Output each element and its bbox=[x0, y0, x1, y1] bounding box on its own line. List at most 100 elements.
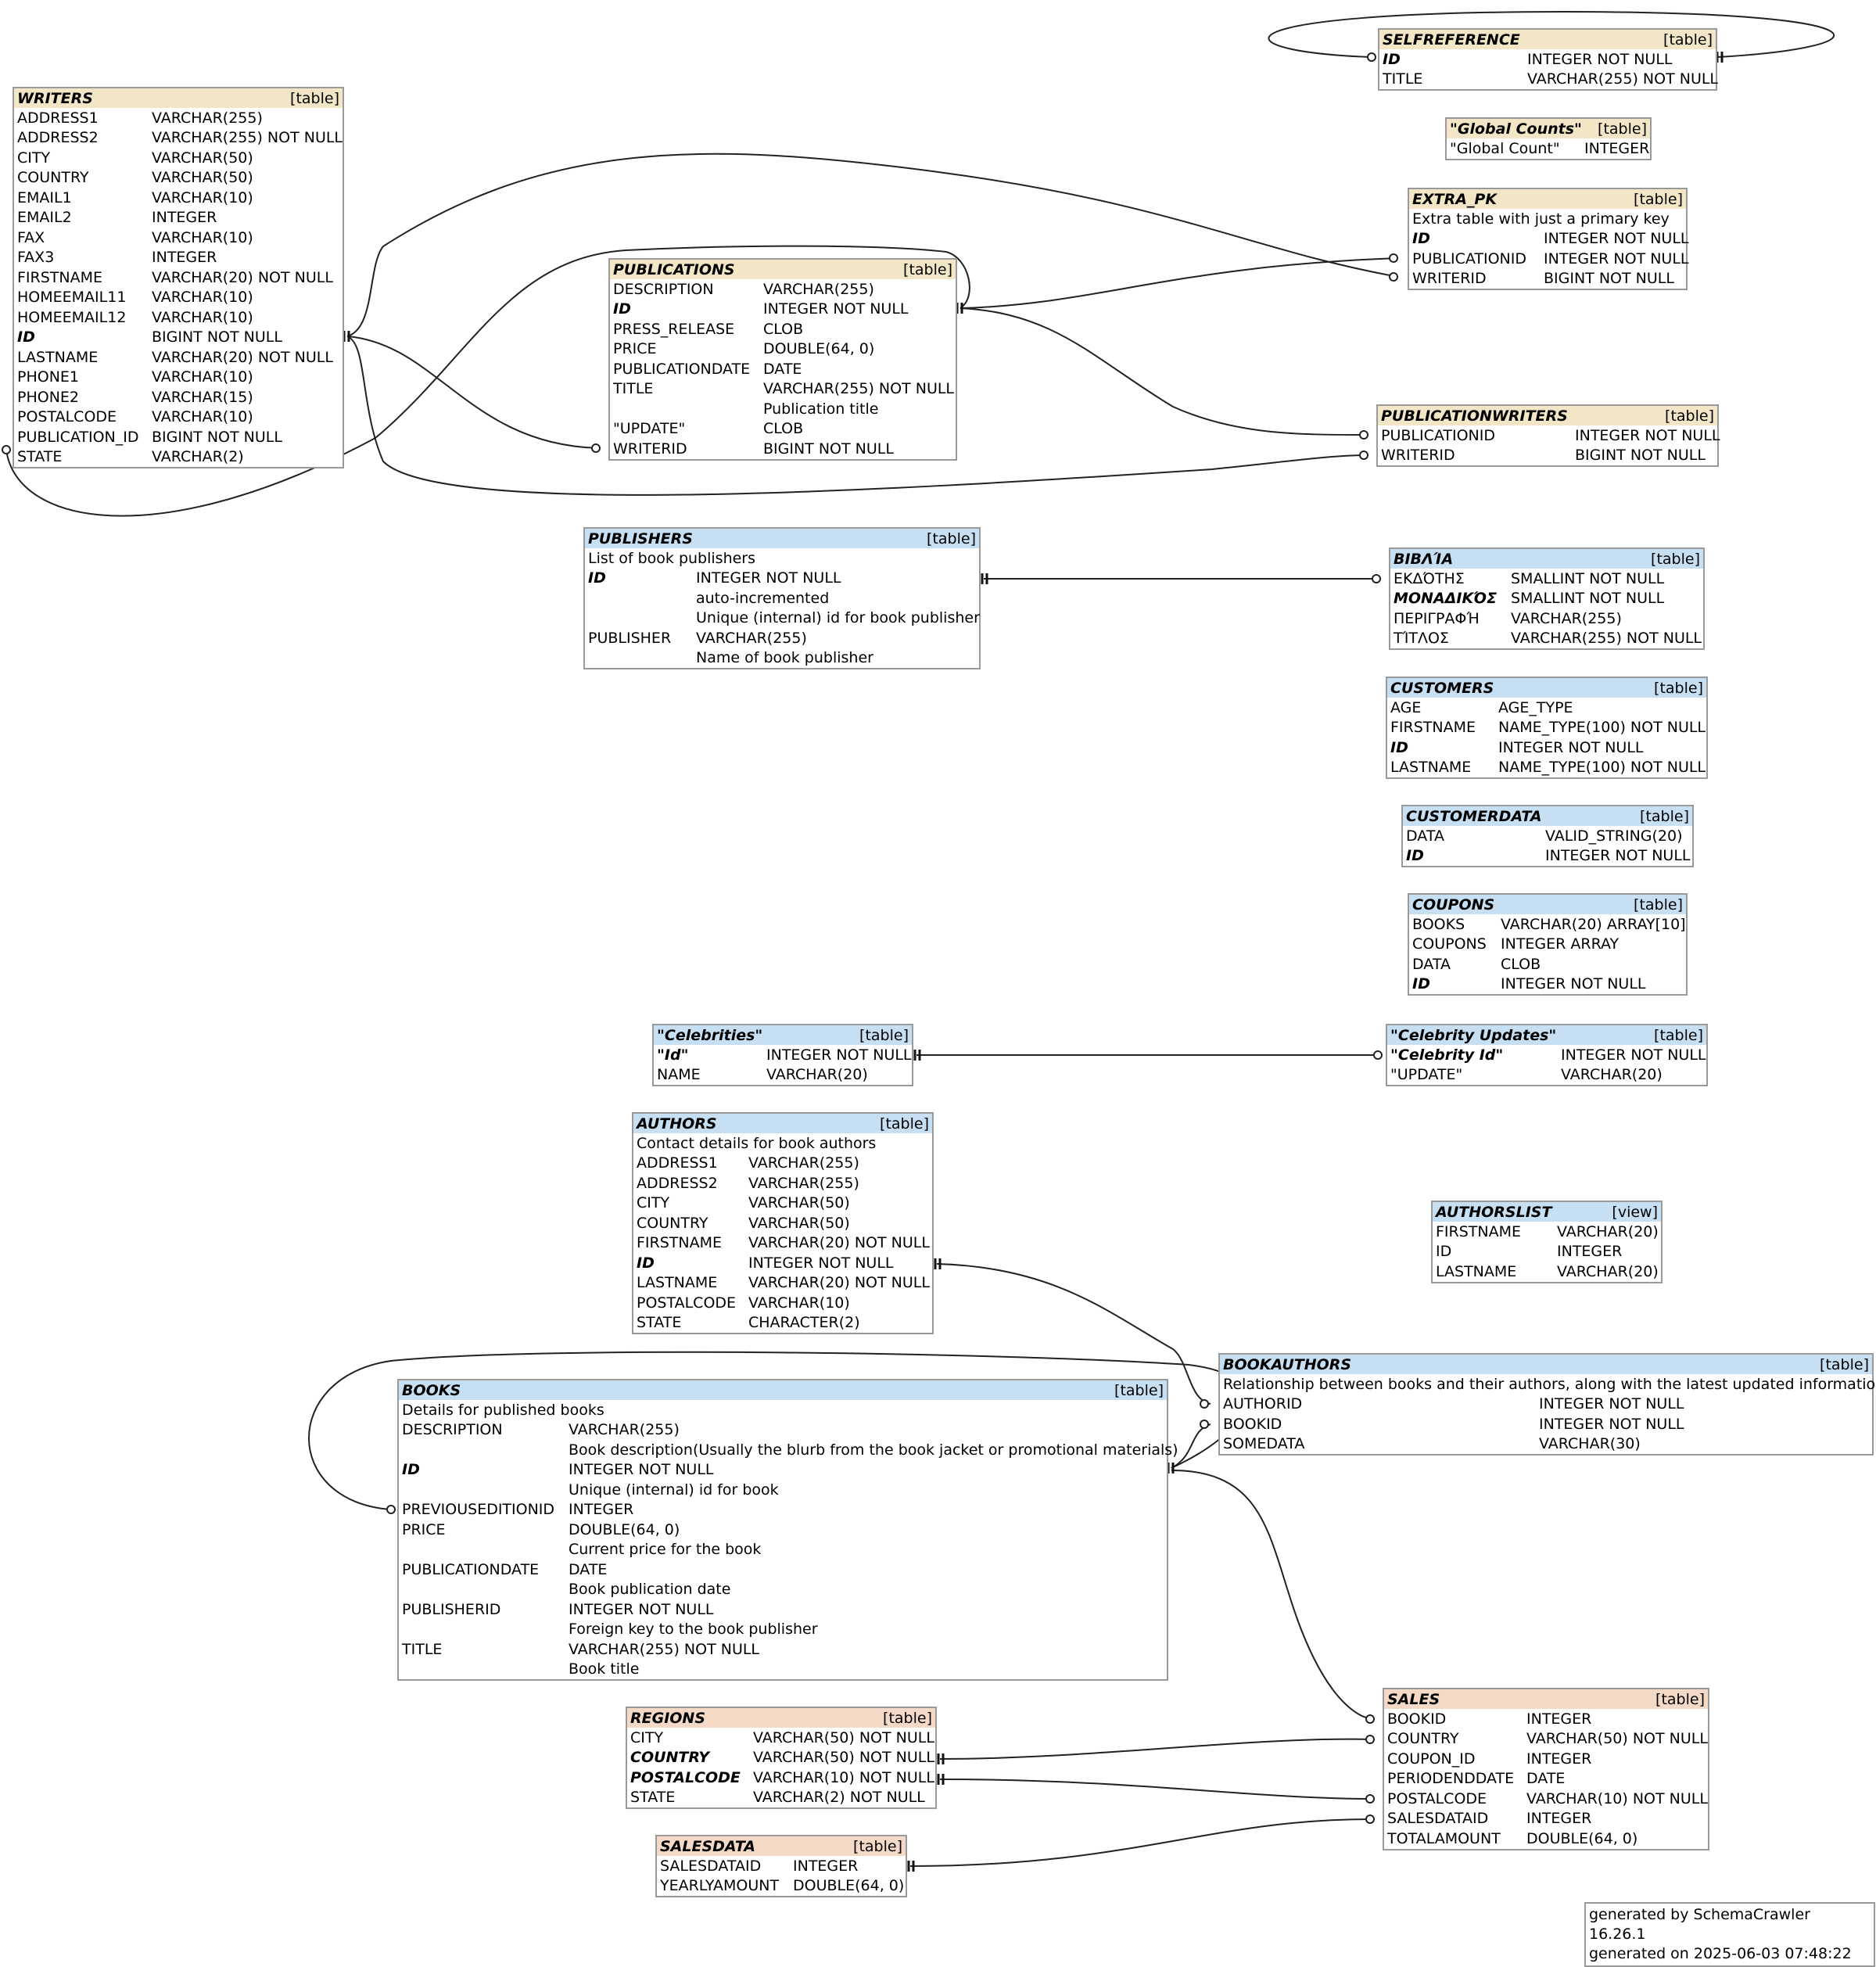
column-type: DATE bbox=[569, 1560, 608, 1578]
column-type: BIGINT NOT NULL bbox=[1544, 270, 1674, 288]
table-kind: [table] bbox=[1820, 1355, 1869, 1373]
edge-publications-writers-publication-id bbox=[5, 245, 970, 517]
column-name: ADDRESS1 bbox=[637, 1154, 718, 1172]
column-type: VALID_STRING(20) bbox=[1545, 827, 1683, 845]
edge-publications-publicationwriters bbox=[960, 307, 1369, 436]
crowfoot-marker bbox=[1365, 1814, 1375, 1824]
table-kind: [table] bbox=[1654, 679, 1703, 697]
table-header: SELFREFERENCE[table] bbox=[1379, 30, 1716, 49]
column-name: ID bbox=[17, 328, 35, 346]
column-name: LASTNAME bbox=[1390, 759, 1472, 777]
column-type: Current price for the book bbox=[569, 1541, 762, 1559]
table-kind: [table] bbox=[1640, 807, 1689, 825]
column-name: AUTHORID bbox=[1223, 1395, 1303, 1413]
column-name: PRICE bbox=[613, 340, 657, 358]
column-name: PUBLICATIONID bbox=[1381, 426, 1495, 444]
column-name: STATE bbox=[17, 448, 63, 466]
column-name: TITLE bbox=[1383, 70, 1423, 88]
crowfoot-marker bbox=[1200, 1420, 1209, 1429]
table-name: EXTRA_PK bbox=[1412, 190, 1498, 208]
column-name: DESCRIPTION bbox=[613, 280, 714, 298]
column-type: VARCHAR(10) bbox=[152, 188, 253, 206]
table-header: CUSTOMERS[table] bbox=[1387, 678, 1706, 698]
column-type: VARCHAR(10) NOT NULL bbox=[753, 1768, 934, 1786]
crowfoot-marker bbox=[1365, 1714, 1375, 1724]
table-name: SALES bbox=[1387, 1690, 1440, 1708]
column-row: PUBLICATIONDATE DATE bbox=[399, 1560, 1167, 1580]
table-name: SALESDATA bbox=[660, 1837, 756, 1855]
table-remark: List of book publishers bbox=[588, 549, 756, 567]
table-kind: [table] bbox=[1654, 1026, 1703, 1044]
column-type: VARCHAR(30) bbox=[1539, 1435, 1641, 1453]
column-name: ID bbox=[637, 1254, 655, 1272]
edge-publications-extra-pk-publicationid bbox=[960, 257, 1399, 309]
column-type: INTEGER NOT NULL bbox=[1498, 738, 1644, 756]
table-name: "Celebrities" bbox=[657, 1026, 763, 1044]
footer-generated-on: generated on 2025-06-03 07:48:22 bbox=[1589, 1945, 1852, 1962]
crowfoot-marker bbox=[1389, 272, 1398, 282]
column-type: VARCHAR(255) bbox=[1511, 609, 1622, 627]
column-name: PHONE2 bbox=[17, 388, 80, 406]
column-row: PUBLICATIONID INTEGER NOT NULL bbox=[1378, 425, 1720, 446]
column-name: ΜΟΝΑΔΙΚΌΣ bbox=[1394, 590, 1498, 608]
one-marker bbox=[913, 1050, 921, 1061]
column-name: COUPONS bbox=[1412, 935, 1487, 953]
column-name: COUNTRY bbox=[1387, 1730, 1459, 1748]
edge-regions-sales-country bbox=[939, 1738, 1376, 1760]
table-name: SELFREFERENCE bbox=[1383, 31, 1520, 48]
column-type: VARCHAR(20) ARRAY[10] bbox=[1501, 915, 1686, 933]
table-header: AUTHORSLIST[view] bbox=[1433, 1202, 1661, 1222]
crowfoot-marker bbox=[1359, 430, 1368, 440]
crowfoot-marker bbox=[1367, 52, 1376, 62]
edge-selfreference-self bbox=[1268, 10, 1835, 58]
column-type: VARCHAR(20) NOT NULL bbox=[748, 1274, 930, 1292]
column-type: INTEGER NOT NULL bbox=[1545, 847, 1691, 865]
table-kind: [table] bbox=[1655, 1690, 1705, 1708]
table-name: REGIONS bbox=[630, 1709, 706, 1727]
column-type: VARCHAR(255) bbox=[696, 629, 807, 647]
column-name: FIRSTNAME bbox=[1436, 1222, 1522, 1240]
column-name: AGE bbox=[1390, 698, 1422, 716]
column-name: HOMEEMAIL12 bbox=[17, 308, 127, 326]
column-type: CLOB bbox=[1501, 955, 1541, 973]
table-name: AUTHORS bbox=[637, 1115, 717, 1132]
column-name: FIRSTNAME bbox=[1390, 719, 1476, 737]
edge-regions-sales-postalcode bbox=[939, 1779, 1376, 1800]
column-name: ADDRESS2 bbox=[17, 129, 99, 147]
column-name: LASTNAME bbox=[637, 1274, 718, 1292]
column-name: PUBLICATIONDATE bbox=[402, 1560, 540, 1578]
column-type: INTEGER NOT NULL bbox=[1575, 426, 1720, 444]
column-row: Book description(Usually the blurb from … bbox=[399, 1440, 1178, 1460]
one-marker bbox=[934, 1258, 942, 1269]
table-kind: [table] bbox=[1598, 120, 1647, 138]
column-name: COUNTRY bbox=[637, 1214, 708, 1232]
column-type: VARCHAR(50) NOT NULL bbox=[753, 1749, 934, 1767]
column-row: PRICE DOUBLE(64, 0) bbox=[610, 339, 956, 360]
column-name: ID bbox=[613, 300, 631, 318]
column-type: DOUBLE(64, 0) bbox=[763, 340, 875, 358]
table-kind: [table] bbox=[1665, 407, 1714, 425]
table-remark: Relationship between books and their aut… bbox=[1223, 1375, 1876, 1393]
column-name: FIRSTNAME bbox=[637, 1234, 723, 1252]
column-type: VARCHAR(10) bbox=[152, 289, 253, 307]
column-name: ID bbox=[1436, 1243, 1452, 1261]
table-header: BOOKS[table] bbox=[399, 1380, 1167, 1400]
table-name: WRITERS bbox=[17, 89, 93, 107]
column-name: PUBLICATIONDATE bbox=[613, 360, 751, 378]
